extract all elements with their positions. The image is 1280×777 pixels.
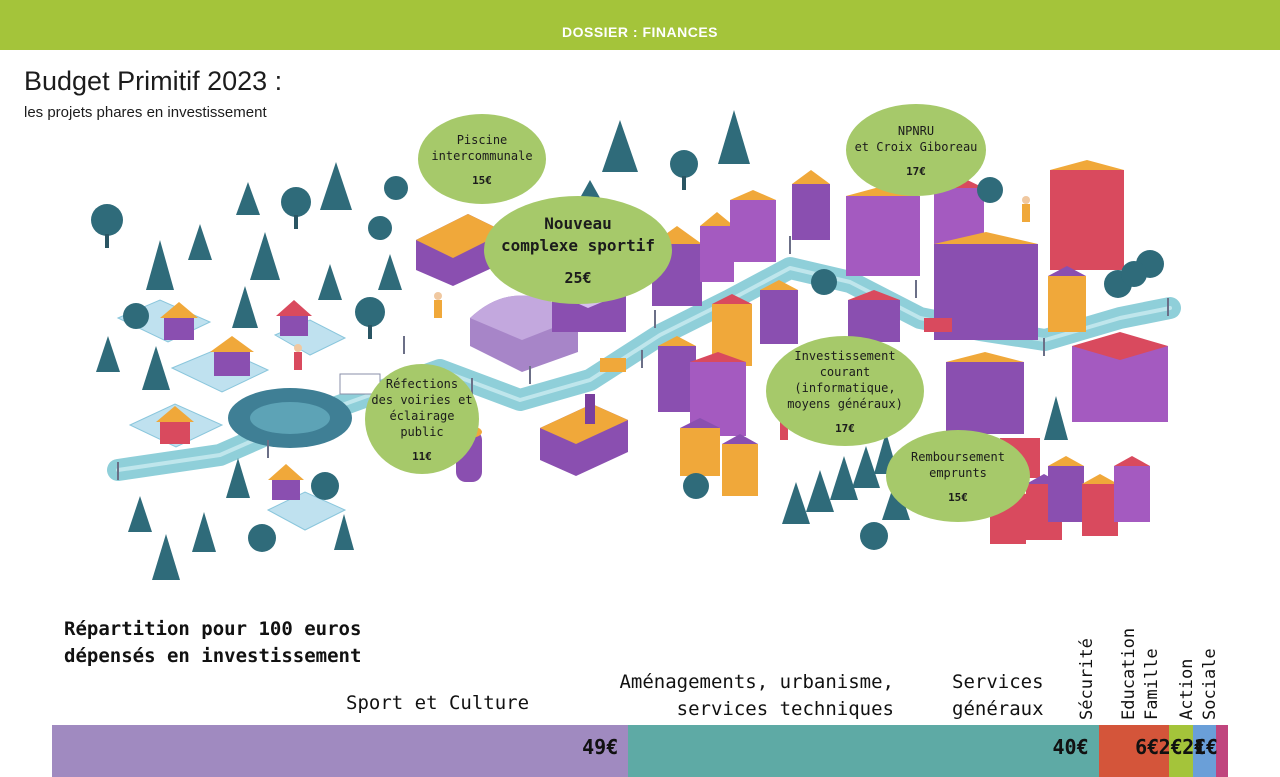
category-label-services-generaux: Services généraux	[952, 671, 1044, 720]
street-lamps	[117, 236, 1169, 480]
town-buildings	[652, 160, 1168, 544]
sports-complex	[470, 276, 626, 372]
city-illustration	[91, 110, 1181, 580]
bubble-complexe-sportif: Nouveau complexe sportif 25€	[484, 196, 672, 304]
vehicles	[339, 318, 952, 395]
bar-segment-action-sociale: 1€	[1194, 725, 1228, 777]
bubble-amount: 15€	[948, 490, 968, 504]
repartition-stacked-bar: 49€40€6€2€2€1€	[52, 725, 1228, 777]
bubble-amount: 17€	[906, 164, 926, 178]
bar-segment-education-famille: 2€	[1182, 725, 1217, 777]
bar-value-label: 49€	[582, 735, 619, 759]
bar-value-label: 2€	[1182, 735, 1207, 759]
bubble-piscine: Piscine intercommunale 15€	[418, 114, 546, 204]
bar-value-label: 1€	[1193, 735, 1218, 759]
category-label-securite: Sécurité	[1077, 638, 1097, 720]
bar-segment-services-generaux: 6€	[1098, 725, 1170, 777]
category-label-sport-culture: Sport et Culture	[346, 692, 530, 714]
bubble-amount: 17€	[835, 421, 855, 435]
bubble-npnru: NPNRU et Croix Giboreau 17€	[846, 104, 986, 196]
page-subtitle: les projets phares en investissement	[24, 104, 267, 121]
bar-value-label: 40€	[1052, 735, 1089, 759]
bar-segment-securite: 2€	[1159, 725, 1193, 777]
category-label-action-sociale: Action Sociale	[1177, 648, 1220, 720]
category-label-amenagements: Aménagements, urbanisme, services techni…	[619, 671, 894, 720]
repartition-title: Répartition pour 100 euros dépensés en i…	[64, 618, 362, 667]
bubble-voiries: Réfections des voiries et éclairage publ…	[365, 364, 479, 474]
bubble-label: NPNRU et Croix Giboreau	[854, 123, 978, 154]
bubble-amount: 25€	[564, 269, 592, 287]
bubble-label: Nouveau complexe sportif	[500, 214, 656, 255]
bubble-remboursement: Remboursement emprunts 15€	[886, 430, 1030, 522]
bubble-investissement-courant: Investissement courant (informatique, mo…	[766, 336, 924, 446]
bubble-label: Réfections des voiries et éclairage publ…	[371, 376, 473, 439]
houses	[156, 300, 312, 500]
bar-segment-amenagements: 40€	[628, 725, 1099, 777]
bubble-amount: 11€	[412, 449, 432, 463]
bubble-label: Remboursement emprunts	[911, 449, 1005, 480]
bubble-label: Investissement courant (informatique, mo…	[787, 348, 903, 411]
bar-value-label: 2€	[1158, 735, 1183, 759]
category-label-education-famille: Education Famille	[1119, 627, 1162, 720]
bar-value-label: 6€	[1135, 735, 1160, 759]
bubble-label: Piscine intercommunale	[431, 132, 533, 163]
header-band	[0, 0, 1280, 50]
bubble-amount: 15€	[472, 173, 492, 187]
factory	[540, 394, 628, 476]
page-title: Budget Primitif 2023 :	[24, 66, 283, 96]
dossier-label: DOSSIER : FINANCES	[561, 24, 718, 40]
bar-segment-sport-culture: 49€	[52, 725, 629, 777]
pool-building	[416, 214, 505, 286]
